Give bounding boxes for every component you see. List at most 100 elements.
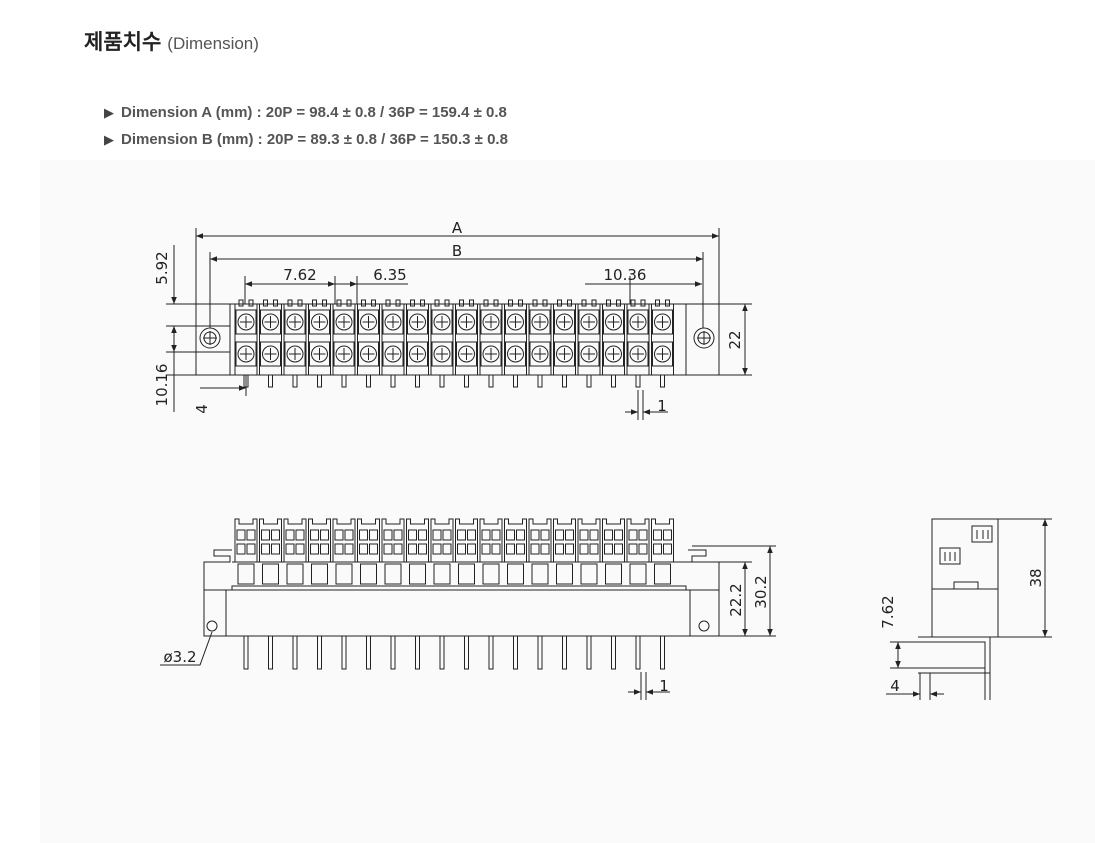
pin — [317, 635, 322, 670]
pin — [317, 374, 322, 388]
pin — [660, 635, 665, 670]
front-terminal-row — [234, 518, 674, 585]
front-terminal — [308, 518, 331, 585]
side-terminal-top-icon — [971, 525, 993, 543]
triangle-bullet-icon: ▶ — [104, 105, 114, 120]
front-terminal — [357, 518, 380, 585]
pin — [635, 635, 641, 670]
spec-dimension-a: ▶ Dimension A (mm) : 20P = 98.4 ± 0.8 / 3… — [104, 102, 508, 129]
top-pin-row — [243, 374, 665, 388]
label-dim-762b: 7.62 — [879, 595, 897, 628]
side-view-upper — [931, 518, 999, 590]
pin — [341, 374, 347, 388]
label-dimension-b: B — [452, 242, 462, 260]
terminal-screw-icon — [308, 299, 331, 376]
terminal-screw-icon — [455, 299, 478, 376]
side-view — [886, 518, 1052, 700]
pin — [268, 635, 273, 670]
front-terminal — [381, 518, 405, 585]
spec-text: Dimension A (mm) : 20P = 98.4 ± 0.8 / 36… — [121, 104, 507, 121]
pin — [292, 374, 298, 388]
side-view-lower — [931, 588, 999, 638]
pin — [488, 374, 494, 388]
pin — [464, 374, 469, 388]
dimension-spec-list: ▶ Dimension A (mm) : 20P = 98.4 ± 0.8 / 3… — [104, 102, 508, 156]
terminal-screw-icon — [528, 299, 552, 376]
terminal-screw-icon — [479, 299, 503, 376]
label-dim-302: 30.2 — [752, 575, 770, 608]
page-title: 제품치수 (Dimension) — [84, 26, 259, 56]
mount-screw-left-icon — [199, 327, 221, 349]
terminal-screw-icon — [504, 299, 527, 376]
spec-dimension-b: ▶ Dimension B (mm) : 20P = 89.3 ± 0.8 / 3… — [104, 129, 508, 156]
front-pin-row — [243, 635, 665, 670]
front-terminal — [430, 518, 454, 585]
pin — [660, 374, 665, 388]
pin — [488, 635, 494, 670]
pin — [243, 635, 249, 670]
front-terminal — [553, 518, 576, 585]
label-pitch-762: 7.62 — [283, 266, 316, 284]
pin — [390, 374, 396, 388]
side-terminal-bottom-icon — [939, 547, 961, 565]
front-terminal — [455, 518, 478, 585]
terminal-screw-icon — [430, 299, 454, 376]
triangle-bullet-icon: ▶ — [104, 132, 114, 147]
pin — [366, 635, 371, 670]
pin — [341, 635, 347, 670]
terminal-screw-icon — [234, 299, 258, 376]
spec-text: Dimension B (mm) : 20P = 89.3 ± 0.8 / 36… — [121, 131, 508, 148]
pin — [586, 635, 592, 670]
drawing-panel — [40, 160, 1095, 843]
title-korean: 제품치수 — [84, 30, 162, 54]
label-dim-phi: ø3.2 — [163, 648, 196, 666]
front-view-base — [203, 590, 720, 637]
pin — [537, 374, 543, 388]
mount-hole-left-icon — [206, 620, 218, 632]
pin — [586, 374, 592, 388]
front-terminal — [528, 518, 552, 585]
top-view — [166, 228, 752, 420]
label-dim-1016: 10.16 — [153, 364, 171, 407]
front-terminal — [602, 518, 625, 585]
pin — [439, 374, 445, 388]
mount-screw-right-icon — [693, 327, 715, 349]
terminal-screw-icon — [283, 299, 307, 376]
pin — [611, 635, 616, 670]
pin — [464, 635, 469, 670]
terminal-screw-icon — [259, 299, 282, 376]
label-dim-38: 38 — [1027, 568, 1045, 587]
pin — [390, 635, 396, 670]
terminal-screw-icon — [357, 299, 380, 376]
top-terminal-row — [234, 299, 674, 376]
label-pitch-635: 6.35 — [373, 266, 406, 284]
front-terminal — [234, 518, 258, 585]
front-terminal — [332, 518, 356, 585]
front-terminal — [406, 518, 429, 585]
terminal-screw-icon — [626, 299, 650, 376]
pin — [439, 635, 445, 670]
terminal-screw-icon — [651, 299, 674, 376]
pin — [513, 635, 518, 670]
label-dimension-a: A — [452, 219, 463, 237]
terminal-screw-icon — [577, 299, 601, 376]
phi-leader-line — [160, 631, 213, 666]
pin — [537, 635, 543, 670]
label-dim-4: 4 — [193, 404, 211, 414]
pin — [366, 374, 371, 388]
pin — [635, 374, 641, 388]
pin — [415, 374, 420, 388]
pin — [268, 374, 273, 388]
terminal-screw-icon — [602, 299, 625, 376]
label-dim-4b: 4 — [890, 677, 900, 695]
pin — [292, 635, 298, 670]
front-terminal — [651, 518, 674, 585]
front-terminal — [577, 518, 601, 585]
front-terminal — [504, 518, 527, 585]
front-terminal — [626, 518, 650, 585]
pin — [415, 635, 420, 670]
terminal-screw-icon — [381, 299, 405, 376]
title-english: (Dimension) — [167, 34, 259, 53]
label-dim-1b: 1 — [659, 677, 669, 695]
